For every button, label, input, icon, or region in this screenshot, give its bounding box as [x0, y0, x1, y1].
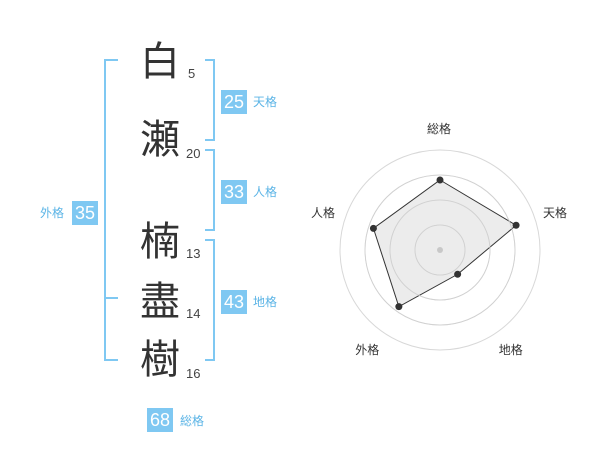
radar-axis-label: 外格	[355, 342, 380, 357]
name-char-3: 楠	[140, 219, 180, 265]
tenkaku-label: 天格	[253, 95, 278, 109]
stroke-count-3: 13	[186, 246, 201, 261]
chikaku-bracket	[205, 239, 215, 361]
tenkaku-bracket	[205, 59, 215, 141]
radar-point-4	[395, 303, 403, 311]
name-char-4: 盡	[140, 279, 180, 325]
radar-axis-label: 天格	[543, 206, 568, 221]
radar-polygon	[372, 179, 517, 308]
radar-point-1	[436, 176, 444, 184]
radar-point-3	[454, 270, 462, 278]
radar-ring-overlay	[414, 224, 466, 276]
jinkaku-bracket	[205, 149, 215, 231]
radar-point-5	[369, 224, 377, 232]
tenkaku-value: 25	[221, 90, 247, 114]
stroke-count-4: 14	[186, 306, 201, 321]
radar-axis-label: 地格	[498, 342, 523, 357]
chikaku-value: 43	[221, 290, 247, 314]
stroke-count-5: 16	[186, 366, 201, 381]
name-char-1: 白	[140, 39, 180, 85]
chikaku-label: 地格	[253, 295, 278, 309]
radar-axis-label: 人格	[310, 206, 335, 221]
name-char-5: 樹	[140, 337, 180, 383]
gaikaku-value: 35	[72, 201, 98, 225]
stroke-count-2: 20	[186, 146, 201, 161]
soukaku-value: 68	[147, 408, 173, 432]
radar-ring-overlay	[364, 174, 516, 326]
radar-ring-overlay	[389, 199, 491, 301]
gaikaku-label: 外格	[40, 206, 65, 220]
radar-axis-label: 総格	[427, 122, 452, 136]
jinkaku-value: 33	[221, 180, 247, 204]
gaikaku-bracket	[104, 59, 118, 361]
jinkaku-label: 人格	[253, 185, 278, 199]
name-char-2: 瀬	[140, 117, 180, 163]
radar-point-2	[512, 221, 520, 229]
stroke-count-1: 5	[188, 66, 196, 81]
radar-center	[437, 247, 443, 253]
soukaku-label: 総格	[180, 414, 205, 428]
